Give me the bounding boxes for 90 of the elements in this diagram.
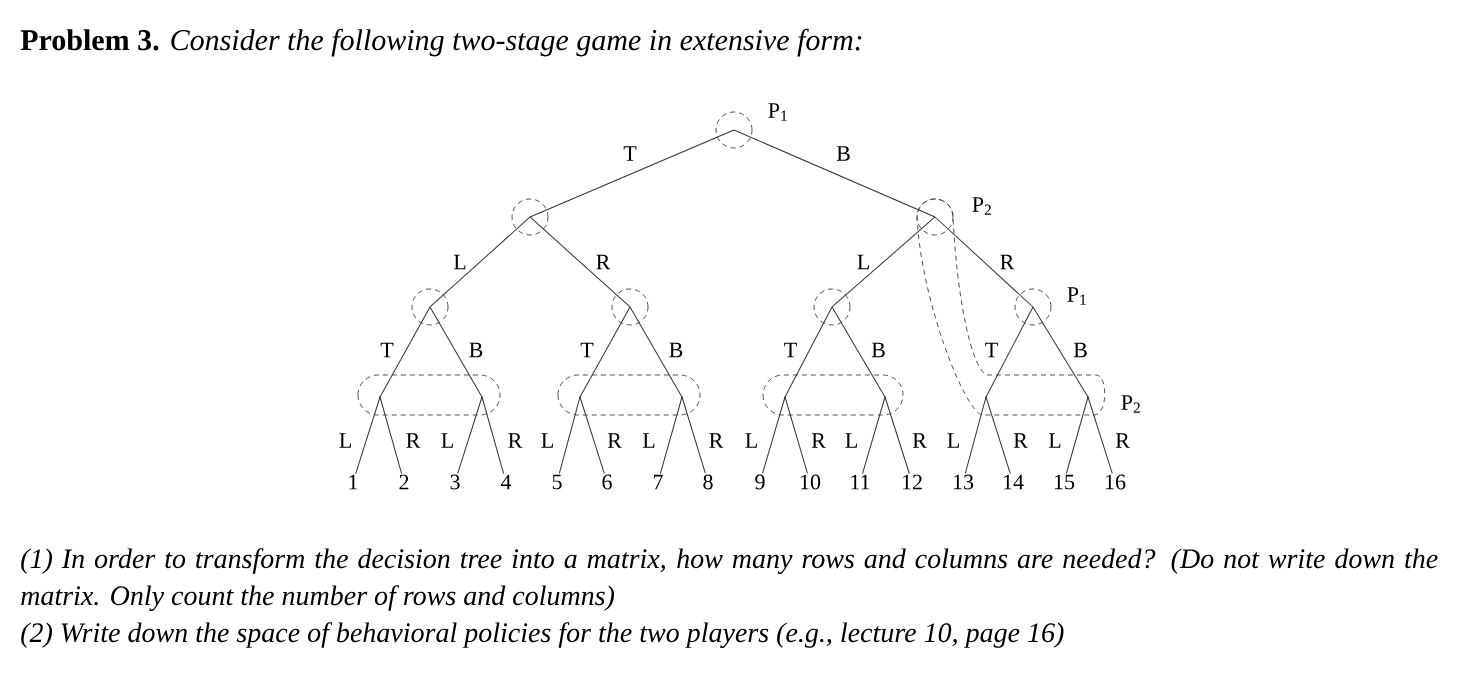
edge-label: R: [708, 432, 724, 449]
payoff-number: 16: [1105, 474, 1126, 490]
decision-circle: [813, 288, 851, 326]
decision-circle: [916, 198, 954, 236]
branch-line: [429, 306, 483, 398]
branch-line: [862, 396, 886, 475]
edge-label: T: [379, 342, 395, 358]
edge-label: T: [622, 145, 638, 162]
edge-label: R: [405, 432, 421, 449]
branch-line: [629, 306, 683, 398]
payoff-number: 12: [902, 474, 922, 490]
branch-line: [1032, 306, 1089, 398]
branch-line: [579, 306, 631, 398]
branch-line: [558, 396, 581, 474]
edge-label: B: [468, 342, 484, 358]
branch-line: [784, 306, 833, 398]
player-label: P$_{2}$: [1121, 395, 1140, 413]
edge-label: L: [744, 432, 759, 449]
decision-circle: [715, 111, 753, 149]
branch-line: [529, 216, 631, 308]
edge-label: B: [870, 342, 887, 358]
branch-line: [659, 396, 683, 475]
payoff-number: 5: [552, 474, 562, 490]
payoff-number: 15: [1054, 474, 1075, 490]
branch-line: [481, 396, 505, 475]
player-label: P$_{1}$: [1067, 287, 1086, 305]
decision-circle: [511, 198, 549, 236]
branch-line: [379, 396, 403, 474]
title: Problem 3. Consider the following two-stage game in extensive form:: [20, 28, 862, 57]
branch-line: [379, 306, 431, 398]
edge-label: R: [1012, 432, 1029, 449]
question-text: (1) In order to transform the decision tree into a matrix, how many rows and columns are needed? (Do not write down the matrix. Only count the number of rows and columns): [21, 548, 1438, 611]
branch-line: [831, 306, 886, 398]
branch-line: [355, 396, 381, 475]
branch-line: [985, 396, 1011, 475]
decision-circle: [1014, 288, 1052, 326]
payoff-number: 14: [1003, 474, 1024, 490]
payoff-number: 4: [500, 474, 512, 490]
edge-label: R: [606, 432, 623, 449]
edge-label: R: [507, 432, 523, 449]
branch-line: [579, 396, 605, 474]
edge-label: L: [338, 432, 353, 449]
edge-label: R: [999, 254, 1015, 270]
branch-line: [1065, 396, 1089, 474]
payoff-number: 2: [399, 474, 409, 490]
decision-circle: [411, 288, 449, 326]
branch-line: [733, 129, 936, 218]
edge-label: T: [984, 342, 999, 358]
edge-label: L: [641, 432, 657, 449]
branch-line: [985, 306, 1034, 398]
edge-label: L: [452, 254, 468, 270]
branch-line: [784, 396, 808, 474]
edge-label: R: [810, 432, 827, 449]
payoff-number: 9: [755, 474, 765, 490]
edge-label: R: [1114, 432, 1131, 449]
edge-label: R: [595, 254, 611, 270]
payoff-number: 3: [450, 474, 460, 490]
payoff-number: 11: [851, 474, 870, 490]
branch-line: [1087, 396, 1113, 474]
player-label: P$_{2}$: [972, 197, 991, 215]
edge-label: L: [1047, 432, 1063, 449]
edge-label: B: [835, 145, 852, 162]
payoff-number: 6: [602, 474, 612, 490]
player-label: P$_{1}$: [768, 103, 787, 121]
branch-line: [529, 129, 735, 218]
edge-label: L: [440, 432, 455, 449]
payoff-number: 1: [349, 474, 358, 490]
edge-label: B: [1072, 342, 1089, 358]
question-text: (2) Write down the space of behavioral policies for the two players (e.g., lecture 10, page 16): [21, 622, 1064, 648]
branch-line: [762, 396, 786, 474]
branch-line: [934, 216, 1034, 308]
branch-line: [429, 216, 531, 308]
decision-circle: [611, 288, 649, 326]
edge-label: L: [946, 432, 961, 449]
edge-label: L: [540, 432, 555, 449]
payoff-number: 8: [703, 474, 713, 490]
payoff-number: 13: [953, 474, 974, 490]
branch-line: [681, 396, 706, 474]
edge-label: R: [911, 432, 928, 449]
payoff-number: 10: [800, 474, 821, 490]
edge-label: L: [844, 432, 859, 449]
edge-label: B: [668, 342, 684, 358]
edge-label: L: [856, 254, 871, 270]
edge-label: T: [783, 342, 798, 358]
edge-label: T: [579, 342, 595, 358]
branch-line: [964, 396, 987, 474]
payoff-number: 7: [653, 474, 663, 490]
branch-line: [831, 216, 936, 308]
branch-line: [457, 396, 483, 474]
branch-line: [884, 396, 910, 474]
